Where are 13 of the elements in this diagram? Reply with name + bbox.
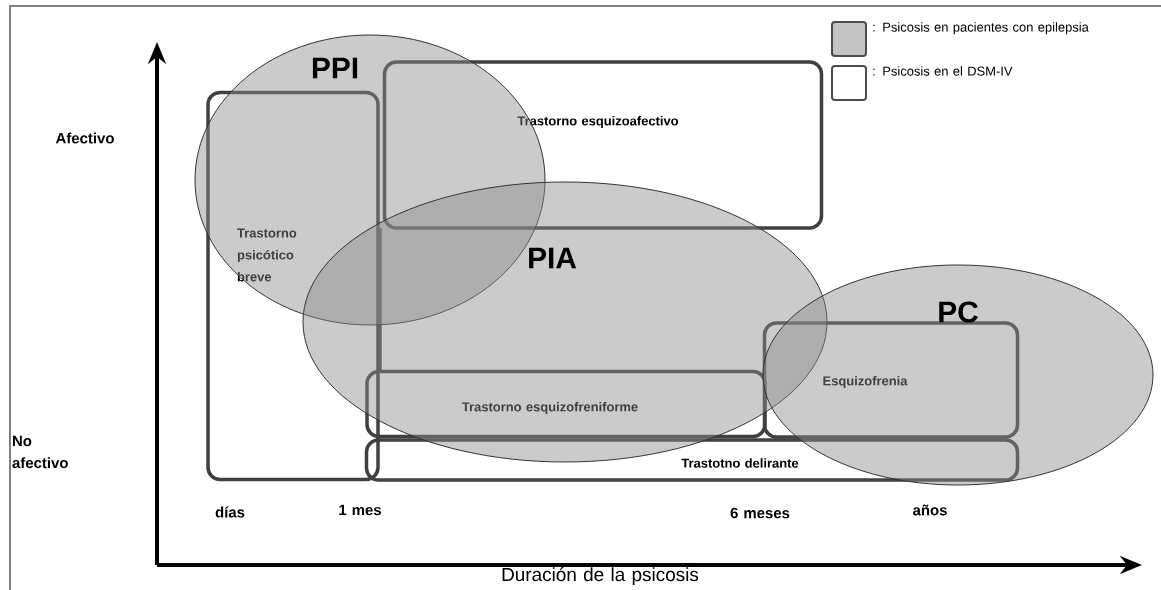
axis-label: días bbox=[215, 506, 245, 518]
axis-label: Afectivo bbox=[55, 132, 114, 144]
diagnosis-box: Trastotno delirante bbox=[364, 438, 1020, 482]
axis-label: 6 meses bbox=[730, 507, 790, 519]
axis-label: años bbox=[913, 504, 947, 516]
axis-label: No afectivo bbox=[12, 435, 68, 469]
diagnosis-box: Trastorno psicótico breve bbox=[206, 90, 380, 482]
legend-text: : Psicosis en el DSM-IV bbox=[873, 66, 1013, 76]
axis-label: 1 mes bbox=[339, 504, 381, 516]
legend-text: : Psicosis en pacientes con epilepsia bbox=[873, 22, 1089, 35]
diagnosis-box: Trastorno esquizoafectivo bbox=[382, 60, 824, 230]
axis-label: Duración de la psicosis bbox=[502, 567, 699, 585]
diagnosis-box: Trastorno esquizofreniforme bbox=[365, 369, 767, 439]
